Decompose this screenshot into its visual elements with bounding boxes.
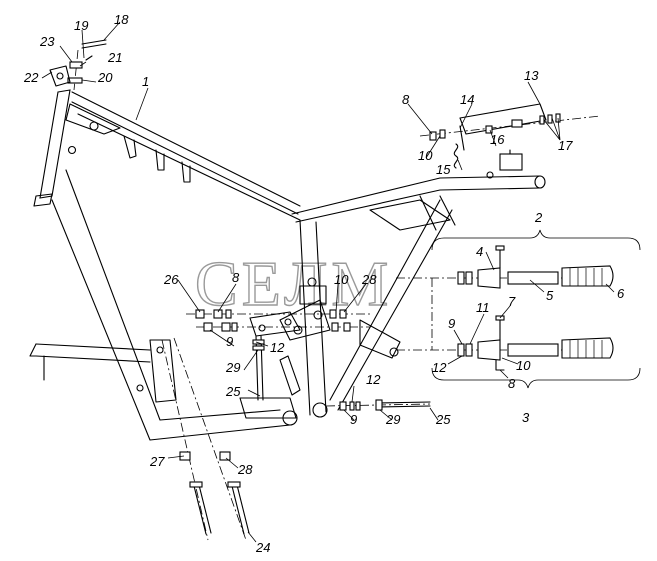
callout-24: 24 [255,540,270,555]
callout-3: 3 [522,410,530,425]
callout-15: 15 [436,162,451,177]
callout-16: 16 [490,132,505,147]
callout-9-lower: 9 [350,412,357,427]
callout-29-center: 29 [225,360,240,375]
callout-11: 11 [476,300,490,315]
callout-20: 20 [97,70,113,85]
callout-12-footrest: 12 [432,360,447,375]
callout-labels: 1 2 3 4 5 6 7 8 8 8 9 9 9 10 10 10 11 12… [23,12,625,555]
leader-lines [41,21,615,543]
callout-10-top: 10 [418,148,433,163]
callout-12-lower: 12 [366,372,381,387]
footrest-assemblies [396,229,641,389]
callout-17: 17 [558,138,573,153]
callout-14: 14 [460,92,474,107]
upper-bracket-assembly [419,103,601,171]
callout-21: 21 [107,50,122,65]
lower-left-bolts [161,337,250,541]
callout-10-footrest: 10 [516,358,531,373]
central-fasteners [186,309,370,401]
callout-18: 18 [114,12,129,27]
callout-28-lower: 28 [237,462,253,477]
callout-8-footrest: 8 [508,376,516,391]
callout-12-center: 12 [270,340,285,355]
callout-13: 13 [524,68,539,83]
steering-head-parts [49,39,107,91]
callout-2: 2 [534,210,543,225]
callout-7: 7 [508,294,516,309]
callout-10-center: 10 [334,272,349,287]
callout-19: 19 [74,18,88,33]
callout-8-center: 8 [232,270,240,285]
callout-29-lower: 29 [385,412,400,427]
main-frame [29,89,546,441]
callout-23: 23 [39,34,55,49]
callout-5: 5 [546,288,554,303]
callout-1: 1 [142,74,149,89]
callout-22: 22 [23,70,39,85]
callout-4: 4 [476,244,483,259]
callout-28-center: 28 [361,272,377,287]
callout-25-lower: 25 [435,412,451,427]
callout-6: 6 [617,286,625,301]
callout-9-footrest: 9 [448,316,455,331]
callout-26: 26 [163,272,179,287]
callout-25-center: 25 [225,384,241,399]
callout-8-top: 8 [402,92,410,107]
callout-9-center: 9 [226,334,233,349]
watermark: СЕЛМ [195,248,392,319]
lower-right-fasteners [325,399,431,411]
callout-27: 27 [149,454,165,469]
